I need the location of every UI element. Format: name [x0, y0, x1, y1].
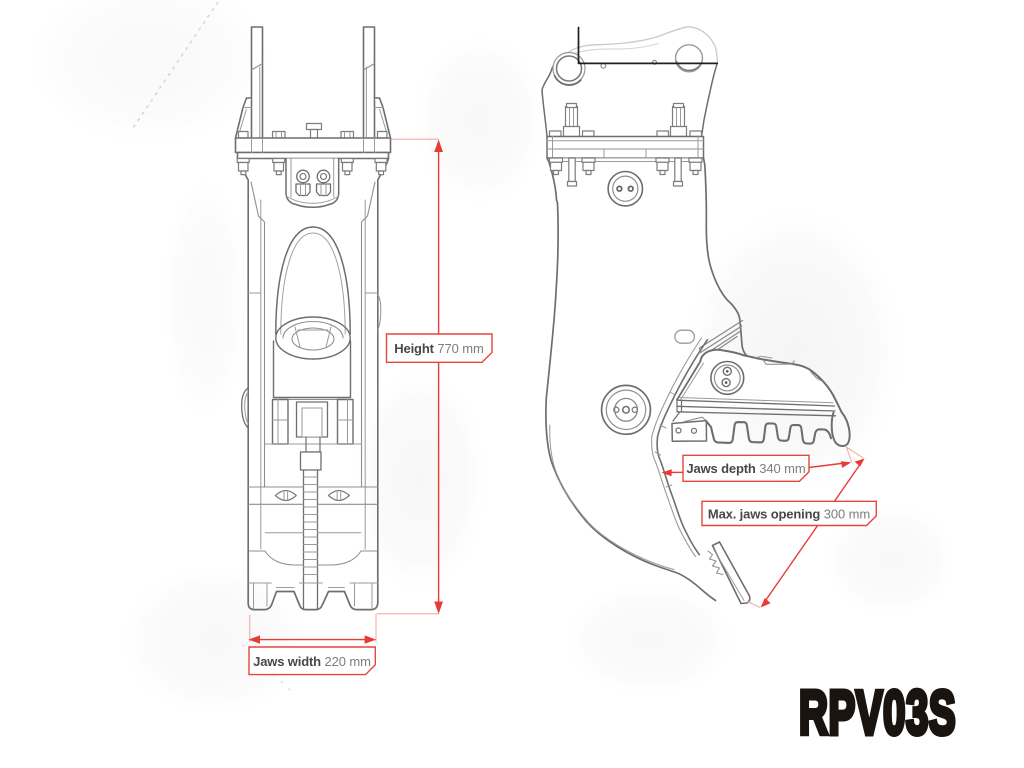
svg-text:Jaws depth 340 mm: Jaws depth 340 mm	[686, 461, 805, 476]
svg-text:Jaws width 220 mm: Jaws width 220 mm	[253, 654, 371, 669]
svg-text:Max. jaws opening 300 mm: Max. jaws opening 300 mm	[708, 507, 870, 522]
svg-text:Height 770 mm: Height 770 mm	[394, 341, 483, 356]
svg-text:RPV03S: RPV03S	[799, 679, 956, 748]
